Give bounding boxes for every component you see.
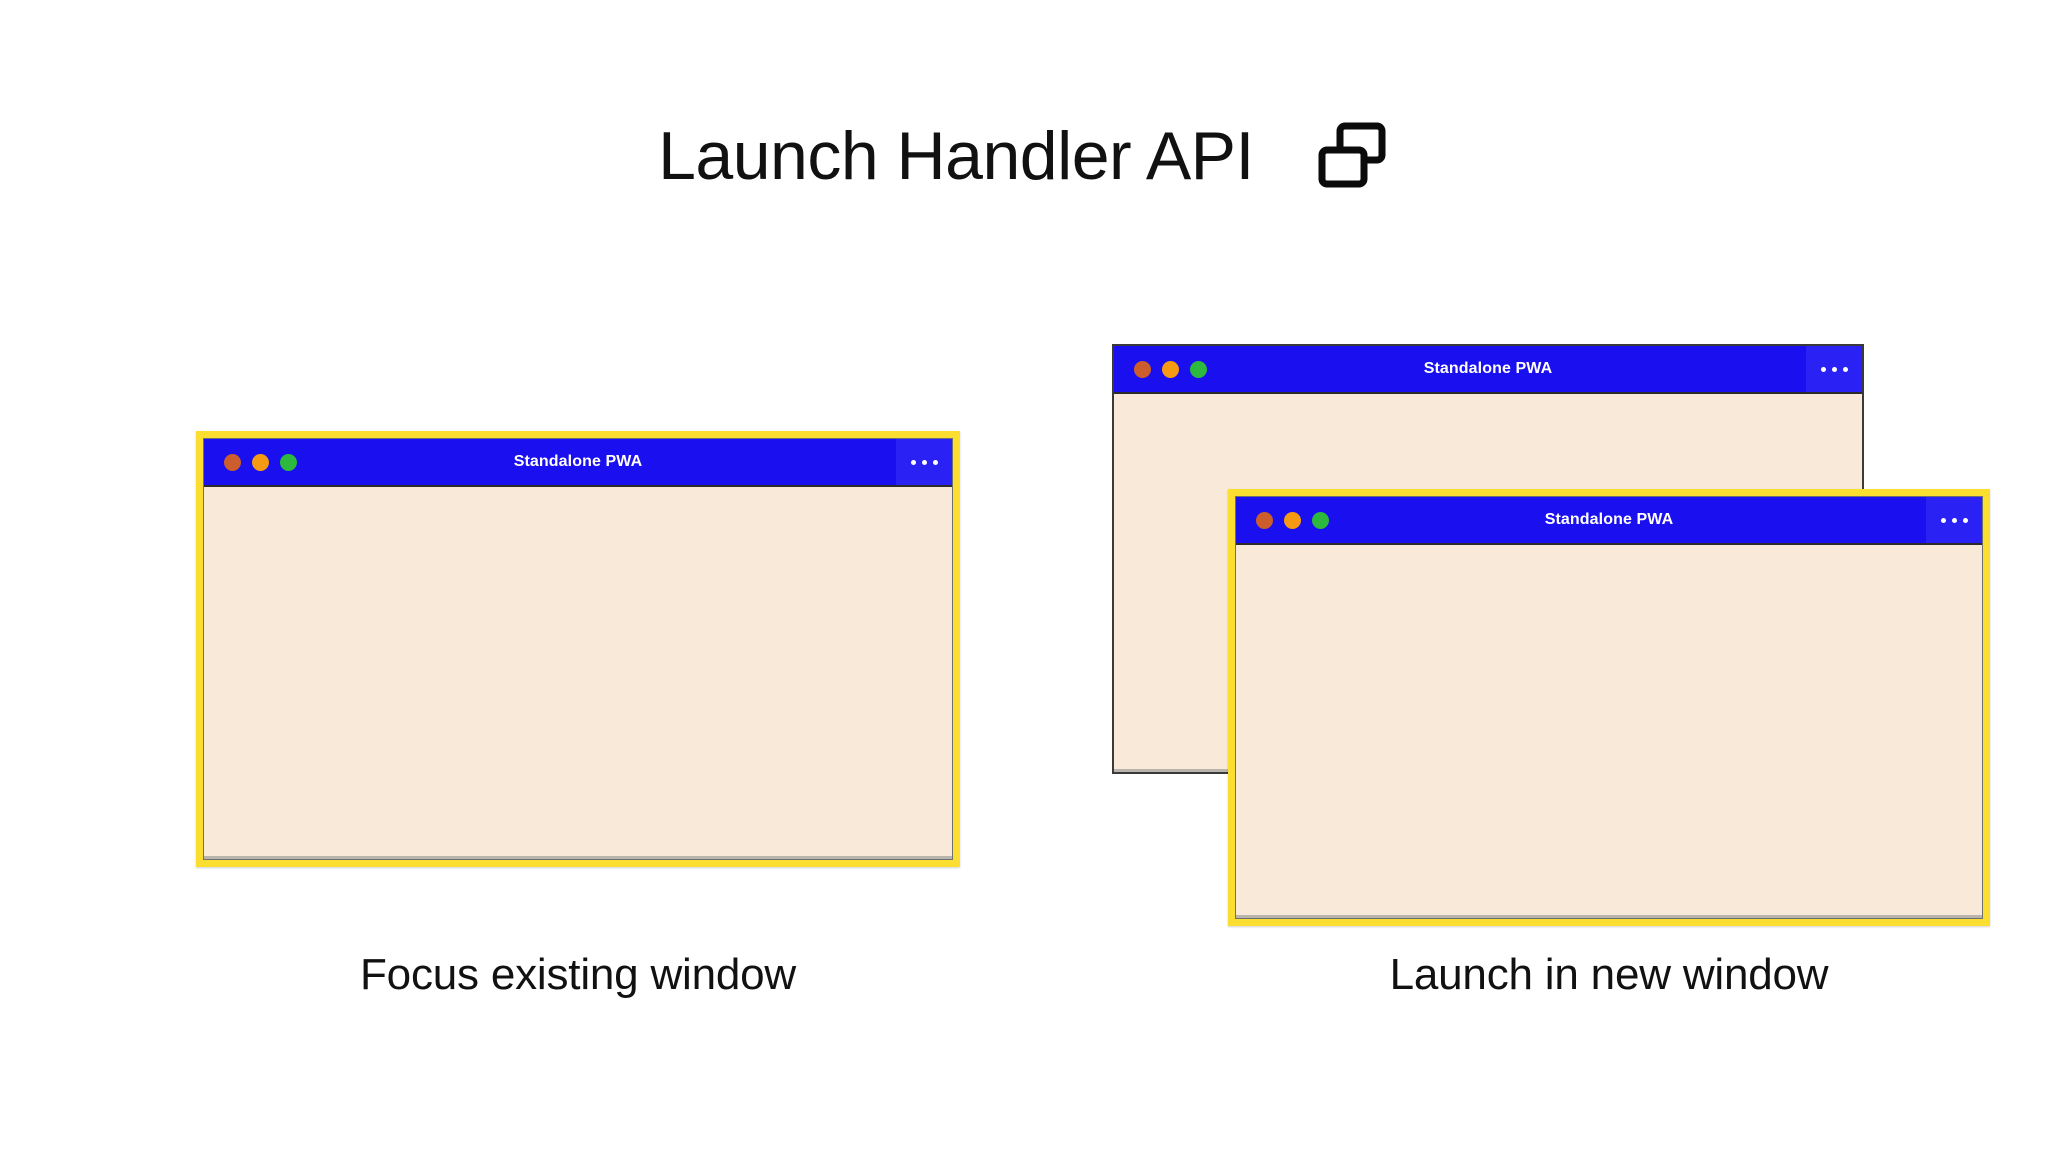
- minimize-button[interactable]: [1162, 360, 1179, 378]
- minimize-button[interactable]: [252, 453, 269, 471]
- page-title: Launch Handler API: [658, 118, 1254, 194]
- focus-existing-window[interactable]: Standalone PWA: [196, 431, 960, 867]
- menu-dot: [1820, 366, 1826, 372]
- more-options-icon[interactable]: [896, 439, 952, 485]
- caption-focus-existing-window: Focus existing window: [360, 950, 796, 999]
- window-title: Standalone PWA: [1544, 511, 1674, 528]
- menu-dot: [910, 459, 916, 465]
- window-content-area: [204, 487, 952, 859]
- menu-dot: [1842, 366, 1848, 372]
- traffic-light-controls[interactable]: [1236, 511, 1329, 529]
- two-windows-icon: [1314, 118, 1390, 194]
- menu-dot: [921, 459, 927, 465]
- window-content-area: [1236, 545, 1982, 918]
- more-options-icon[interactable]: [1806, 346, 1862, 392]
- traffic-light-controls[interactable]: [1114, 360, 1207, 378]
- menu-dot: [1951, 517, 1957, 523]
- close-button[interactable]: [224, 453, 241, 471]
- maximize-button[interactable]: [1312, 511, 1329, 529]
- page-header: Launch Handler API: [0, 118, 2048, 194]
- minimize-button[interactable]: [1284, 511, 1301, 529]
- window-title: Standalone PWA: [1423, 360, 1553, 377]
- new-window-foreground[interactable]: Standalone PWA: [1228, 489, 1990, 926]
- caption-launch-in-new-window: Launch in new window: [1389, 950, 1829, 999]
- maximize-button[interactable]: [280, 453, 297, 471]
- maximize-button[interactable]: [1190, 360, 1207, 378]
- window-titlebar[interactable]: Standalone PWA: [204, 439, 952, 487]
- close-button[interactable]: [1134, 360, 1151, 378]
- more-options-icon[interactable]: [1926, 497, 1982, 543]
- window-titlebar[interactable]: Standalone PWA: [1236, 497, 1982, 545]
- close-button[interactable]: [1256, 511, 1273, 529]
- menu-dot: [1962, 517, 1968, 523]
- window-frame: Standalone PWA: [1235, 496, 1983, 919]
- window-title: Standalone PWA: [513, 453, 643, 470]
- menu-dot: [932, 459, 938, 465]
- window-frame: Standalone PWA: [203, 438, 953, 860]
- window-titlebar[interactable]: Standalone PWA: [1114, 346, 1862, 394]
- menu-dot: [1940, 517, 1946, 523]
- traffic-light-controls[interactable]: [204, 453, 297, 471]
- menu-dot: [1831, 366, 1837, 372]
